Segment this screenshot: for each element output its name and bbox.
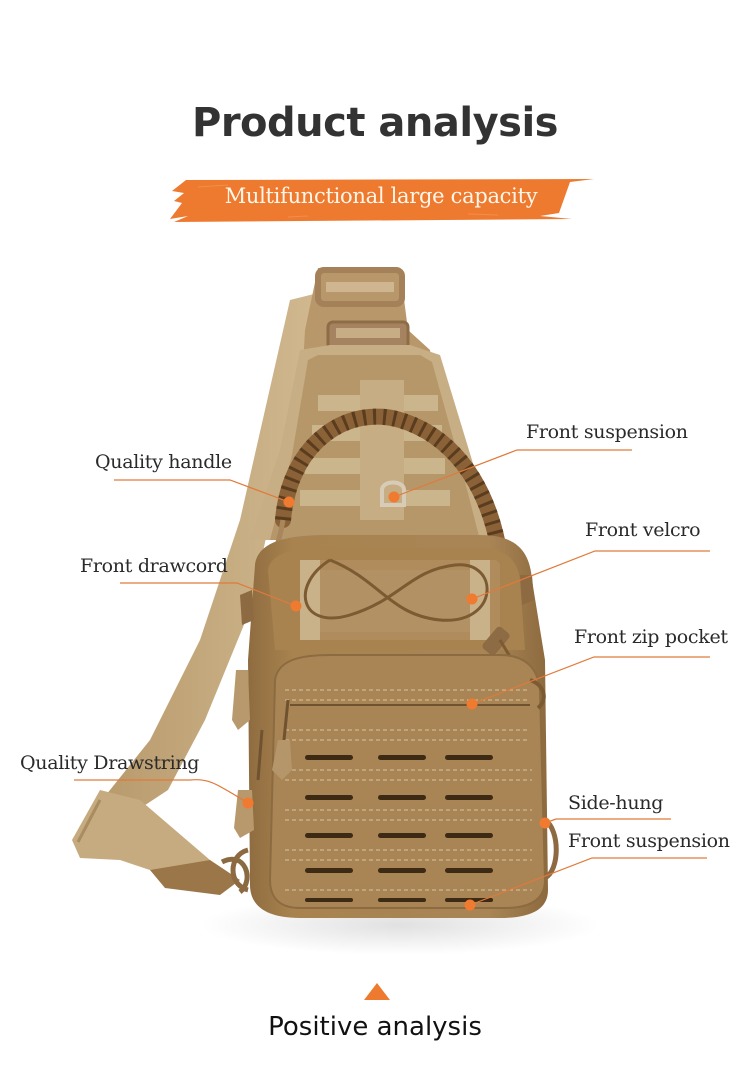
triangle-up-icon: [364, 983, 390, 1000]
banner-text: Multifunctional large capacity: [224, 184, 538, 208]
callout-front-drawcord: Front drawcord: [80, 555, 228, 577]
callout-front-suspension-bottom: Front suspension: [568, 830, 730, 852]
callout-front-zip-pocket: Front zip pocket: [574, 626, 728, 648]
page-title: Product analysis: [192, 100, 558, 146]
subtitle-banner: Multifunctional large capacity: [168, 179, 594, 222]
callout-side-hung: Side-hung: [568, 792, 664, 814]
brush-stroke-shape: [170, 179, 594, 222]
callout-quality-handle: Quality handle: [95, 451, 232, 473]
callout-front-suspension-top: Front suspension: [526, 421, 688, 443]
callout-quality-drawstring: Quality Drawstring: [20, 752, 200, 774]
callout-front-velcro: Front velcro: [585, 519, 701, 541]
section-subtitle: Positive analysis: [268, 1012, 482, 1042]
